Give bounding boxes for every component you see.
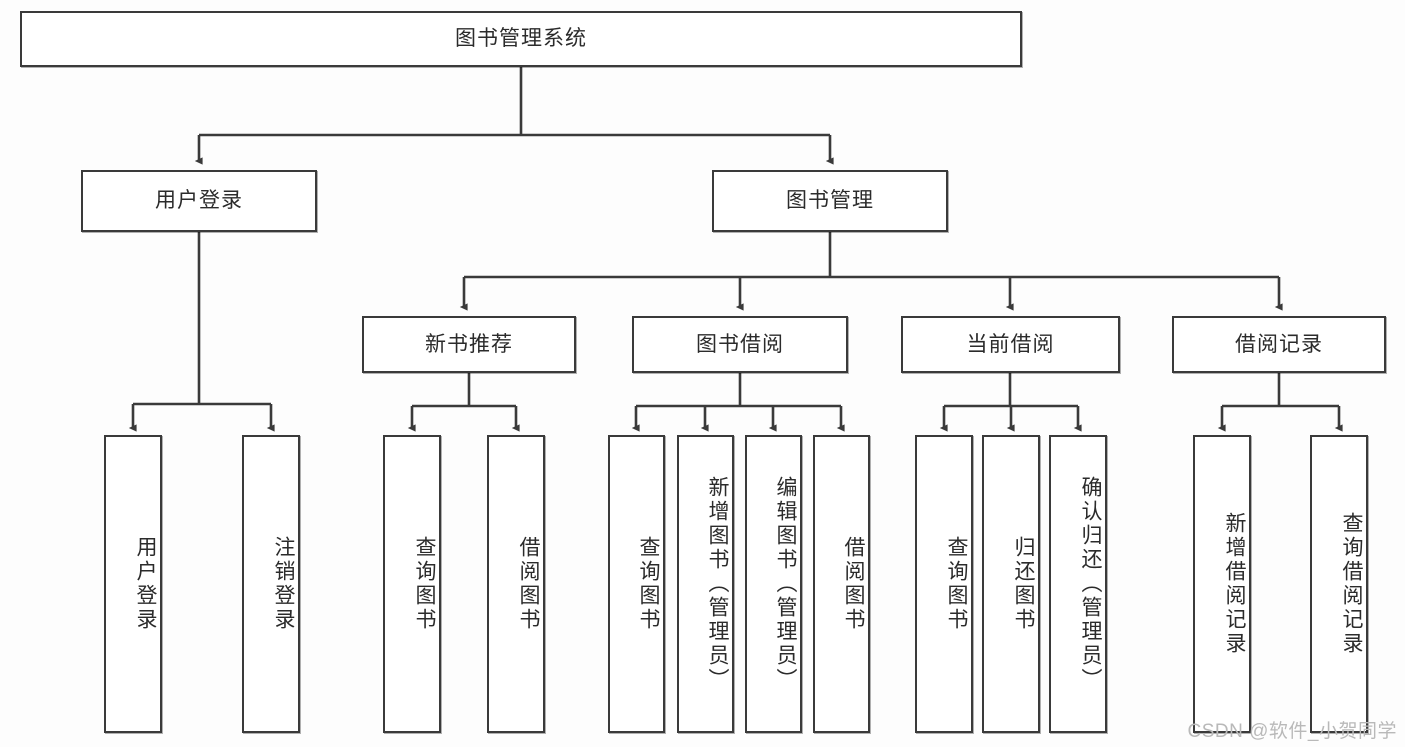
leaf-user-login-signin[interactable]: 用户登录 <box>104 435 162 733</box>
node-label: 查询借阅记录 <box>1340 512 1363 656</box>
leaf-current-borrow-return[interactable]: 归还图书 <box>982 435 1040 733</box>
node-label: 编辑图书（管理员） <box>774 476 797 692</box>
node-book-borrow[interactable]: 图书借阅 <box>632 316 848 373</box>
node-user-login[interactable]: 用户登录 <box>81 170 317 232</box>
leaf-new-book-query[interactable]: 查询图书 <box>383 435 441 733</box>
leaf-book-borrow-add[interactable]: 新增图书（管理员） <box>677 435 734 733</box>
node-label: 用户登录 <box>155 189 243 213</box>
node-label: 图书借阅 <box>696 332 784 356</box>
leaf-current-borrow-query[interactable]: 查询图书 <box>915 435 973 733</box>
node-label: 归还图书 <box>1012 536 1035 632</box>
csdn-watermark: CSDN @软件_小贺同学 <box>1187 721 1397 742</box>
node-label: 借阅记录 <box>1235 332 1323 356</box>
leaf-current-borrow-confirm[interactable]: 确认归还（管理员） <box>1049 435 1107 733</box>
node-label: 新书推荐 <box>425 332 513 356</box>
node-book-management[interactable]: 图书管理 <box>712 170 948 232</box>
leaf-book-borrow-lend[interactable]: 借阅图书 <box>813 435 870 733</box>
node-borrow-record[interactable]: 借阅记录 <box>1172 316 1386 373</box>
leaf-new-book-borrow[interactable]: 借阅图书 <box>487 435 545 733</box>
node-label: 查询图书 <box>945 536 968 632</box>
node-current-borrow[interactable]: 当前借阅 <box>901 316 1120 373</box>
node-label: 借阅图书 <box>842 536 865 632</box>
node-new-book-recommend[interactable]: 新书推荐 <box>362 316 576 373</box>
node-label: 当前借阅 <box>966 332 1055 356</box>
leaf-borrow-record-query[interactable]: 查询借阅记录 <box>1310 435 1368 733</box>
node-label: 新增借阅记录 <box>1223 512 1246 656</box>
node-root-system[interactable]: 图书管理系统 <box>20 11 1022 67</box>
node-label: 查询图书 <box>637 536 660 632</box>
node-label: 注销登录 <box>272 536 295 632</box>
node-label: 确认归还（管理员） <box>1079 476 1102 692</box>
leaf-book-borrow-edit[interactable]: 编辑图书（管理员） <box>745 435 802 733</box>
leaf-user-login-signout[interactable]: 注销登录 <box>242 435 300 733</box>
node-label: 图书管理系统 <box>455 27 587 51</box>
node-label: 查询图书 <box>413 536 436 632</box>
node-label: 新增图书（管理员） <box>706 476 729 692</box>
node-label: 借阅图书 <box>517 536 540 632</box>
node-label: 图书管理 <box>786 189 874 213</box>
leaf-borrow-record-add[interactable]: 新增借阅记录 <box>1193 435 1251 733</box>
leaf-book-borrow-query[interactable]: 查询图书 <box>608 435 665 733</box>
node-label: 用户登录 <box>134 536 157 632</box>
